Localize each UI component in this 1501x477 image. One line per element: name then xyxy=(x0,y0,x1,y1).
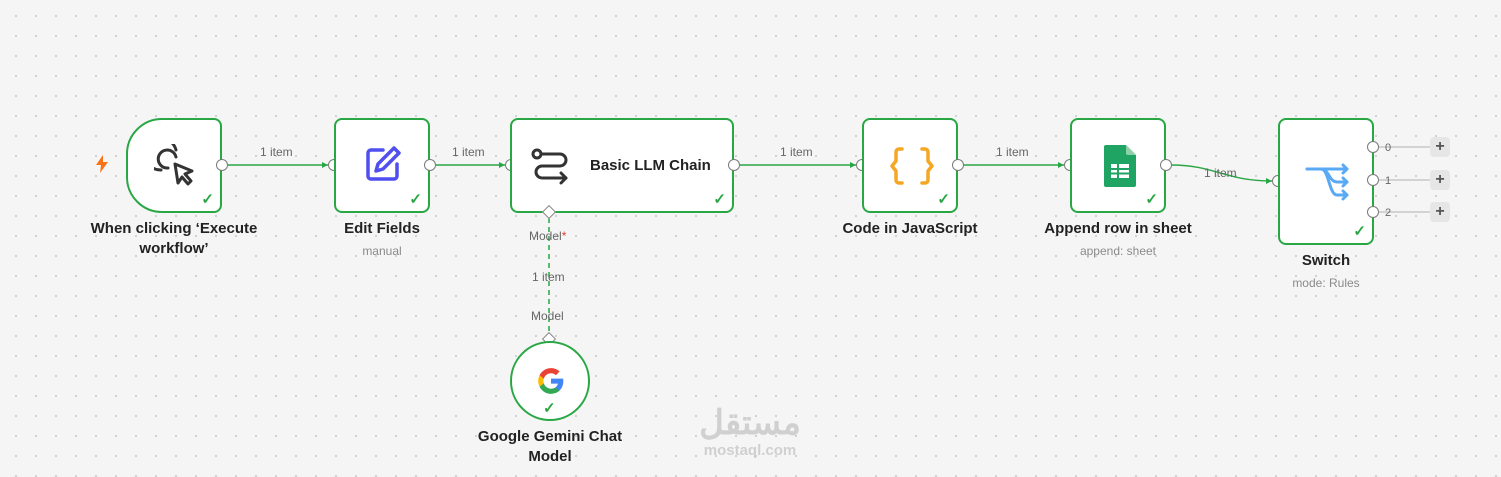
branch-split-icon xyxy=(1305,163,1351,206)
watermark-logo: مستقل mostaql.com xyxy=(682,404,818,460)
node-label: Edit Fields xyxy=(344,220,420,237)
output-handle[interactable] xyxy=(1160,159,1172,171)
output-handle[interactable] xyxy=(424,159,436,171)
watermark-latin: mostaql.com xyxy=(703,442,797,459)
node-basic-llm-chain[interactable]: Basic LLM Chain ✓ xyxy=(510,118,734,213)
google-sheets-icon xyxy=(1104,145,1136,192)
add-node-button-2[interactable]: + xyxy=(1430,202,1450,222)
pencil-edit-icon xyxy=(363,144,403,189)
output-handle[interactable] xyxy=(216,159,228,171)
edge-arrow xyxy=(499,162,505,168)
cursor-click-icon xyxy=(143,136,198,193)
node-switch[interactable]: ✓ xyxy=(1278,118,1374,245)
node-title: Basic LLM Chain xyxy=(590,157,711,174)
node-label: Code in JavaScript xyxy=(842,220,978,237)
required-mark: * xyxy=(561,229,567,243)
edge-label: 1 item xyxy=(532,270,565,284)
switch-output-label-0: 0 xyxy=(1385,142,1392,154)
edge-label: 1 item xyxy=(452,145,485,159)
success-check-icon: ✓ xyxy=(409,191,422,208)
lightning-bolt-icon xyxy=(94,154,110,179)
edge-arrow xyxy=(850,162,856,168)
switch-output-label-2: 2 xyxy=(1385,207,1392,219)
node-label: Append row in sheet xyxy=(1044,220,1192,237)
output-handle[interactable] xyxy=(952,159,964,171)
google-g-icon xyxy=(537,367,565,400)
chain-route-icon xyxy=(530,147,572,190)
node-code[interactable]: ✓ xyxy=(862,118,958,213)
success-check-icon: ✓ xyxy=(1353,223,1366,240)
edge-label: 1 item xyxy=(260,145,293,159)
node-edit-fields[interactable]: ✓ xyxy=(334,118,430,213)
edge-arrow xyxy=(1266,178,1272,184)
node-manual-trigger[interactable]: ✓ xyxy=(126,118,222,213)
switch-output-handle-0[interactable] xyxy=(1367,141,1379,153)
success-check-icon: ✓ xyxy=(937,191,950,208)
node-gemini-chat-model[interactable]: ✓ xyxy=(510,341,590,421)
edge-sheets-switch xyxy=(1170,164,1273,182)
edge-arrow xyxy=(1058,162,1064,168)
success-check-icon: ✓ xyxy=(201,191,214,208)
curly-braces-icon xyxy=(890,146,934,191)
success-check-icon: ✓ xyxy=(713,191,726,208)
edge-arrow xyxy=(322,162,328,168)
node-google-sheets[interactable]: ✓ xyxy=(1070,118,1166,213)
switch-output-label-1: 1 xyxy=(1385,175,1392,187)
edge-label: 1 item xyxy=(780,145,813,159)
switch-output-handle-1[interactable] xyxy=(1367,174,1379,186)
success-check-icon: ✓ xyxy=(543,400,556,417)
switch-output-handle-2[interactable] xyxy=(1367,206,1379,218)
edge-label: 1 item xyxy=(1204,166,1237,180)
add-node-button-0[interactable]: + xyxy=(1430,137,1450,157)
node-label: Switch xyxy=(1301,252,1351,269)
node-sublabel: manual xyxy=(362,244,402,258)
output-handle[interactable] xyxy=(728,159,740,171)
model-port-label: Model xyxy=(531,309,564,323)
success-check-icon: ✓ xyxy=(1145,191,1158,208)
node-label: When clicking ‘Execute workflow’ xyxy=(90,220,258,257)
node-sublabel: mode: Rules xyxy=(1292,276,1360,290)
edge-label: 1 item xyxy=(996,145,1029,159)
node-label: Google Gemini Chat Model xyxy=(477,428,623,465)
watermark-arabic: مستقل xyxy=(699,404,801,442)
model-port-label: Model* xyxy=(529,229,567,243)
node-sublabel: append: sheet xyxy=(1079,244,1157,258)
add-node-button-1[interactable]: + xyxy=(1430,170,1450,190)
